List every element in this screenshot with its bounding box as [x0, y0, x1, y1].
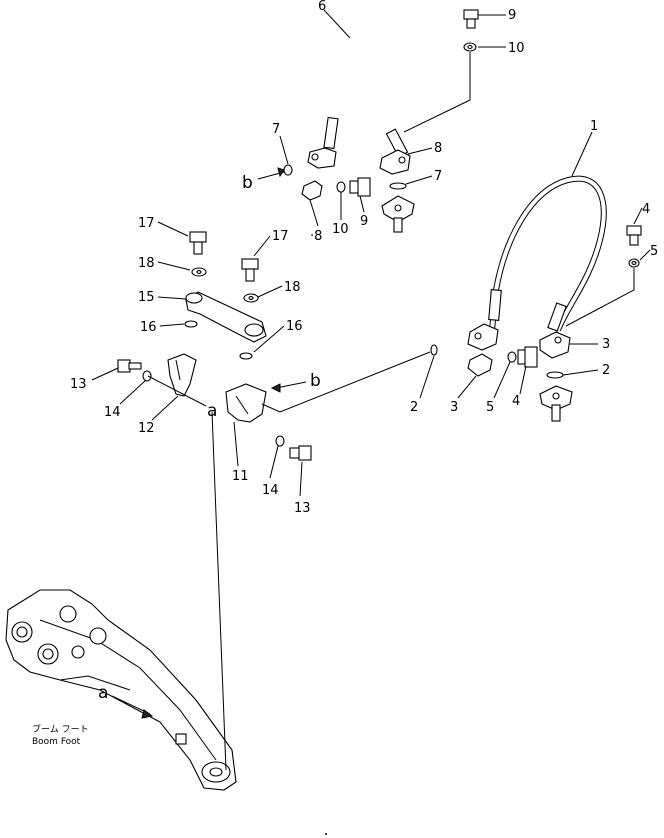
callout-11: 11 — [232, 469, 249, 484]
callout-3-right: 3 — [602, 337, 610, 352]
callout-1: 1 — [590, 119, 598, 134]
right-fasteners — [430, 225, 642, 422]
callout-16-right: 16 — [286, 319, 303, 334]
callout-10-top: 10 — [508, 41, 525, 56]
callout-17-right: 17 — [272, 229, 289, 244]
callout-2-right: 2 — [602, 363, 610, 378]
callout-12: 12 — [138, 421, 155, 436]
hose-1 — [467, 175, 607, 359]
callout-14-left: 14 — [104, 405, 121, 420]
callout-18-right: 18 — [284, 280, 301, 295]
callout-13-left: 13 — [70, 377, 87, 392]
ref-b-right: b — [310, 371, 321, 391]
callout-10-lower: 10 — [332, 222, 349, 237]
callout-9-lower: 9 — [360, 214, 368, 229]
callout-labels: 6 9 10 7 8 7 ·8 10 9 b 1 4 5 3 2 2 3 5 4… — [32, 0, 658, 747]
boom-foot — [5, 589, 237, 791]
boom-label-en: Boom Foot — [32, 737, 81, 747]
callout-3-left: 3 — [450, 400, 458, 415]
callout-8-right: 8 — [434, 141, 442, 156]
callout-5-top: 5 — [650, 244, 658, 259]
callout-14-right: 14 — [262, 483, 279, 498]
callout-7-left: 7 — [272, 122, 280, 137]
callout-17-left: 17 — [138, 216, 155, 231]
leader-lines — [91, 9, 651, 835]
callout-4-top: 4 — [642, 202, 650, 217]
ref-a-boom: a — [98, 683, 108, 703]
top-fasteners — [283, 9, 479, 233]
callout-7-right: 7 — [434, 169, 442, 184]
boom-label-jp: ブーム フート — [32, 723, 89, 735]
clamp-assembly — [117, 231, 312, 461]
callout-15: 15 — [138, 290, 155, 305]
callout-5-lower: 5 — [486, 400, 494, 415]
ref-a-mid: a — [207, 401, 217, 421]
callout-16-left: 16 — [140, 320, 157, 335]
callout-18-left: 18 — [138, 256, 155, 271]
hose-6 — [307, 15, 443, 175]
callout-13-right: 13 — [294, 501, 311, 516]
callout-9-top: 9 — [508, 8, 516, 23]
callout-8-lower: ·8 — [310, 229, 322, 244]
ref-b-top: b — [242, 173, 253, 193]
callout-4-lower: 4 — [512, 394, 520, 409]
callout-2-left: 2 — [410, 400, 418, 415]
callout-6: 6 — [318, 0, 326, 14]
